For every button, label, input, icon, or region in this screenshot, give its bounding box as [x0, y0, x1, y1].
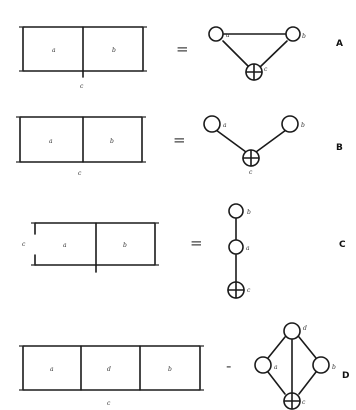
row-c-node-label-c: c [247, 287, 251, 294]
row-b-root-cross [242, 149, 260, 167]
row-d-relation-sign: - [226, 357, 231, 375]
row-d-node-a [254, 356, 272, 374]
row-b-cell-label-1: a [49, 138, 53, 145]
row-b-label: B [336, 143, 343, 153]
row-b-node-label-c: c [249, 169, 253, 176]
row-b: a b c = a b c B [16, 115, 343, 177]
row-a-bottom-label: c [80, 83, 84, 90]
row-b-bottom-label: c [78, 170, 82, 177]
row-d-label: D [342, 371, 349, 381]
row-d-rectangle [19, 345, 204, 391]
row-b-cell-label-2: b [110, 138, 114, 145]
row-a-node-label-a: a [226, 32, 230, 39]
row-d-node-label-a: a [274, 364, 278, 371]
row-c-graph [227, 203, 245, 299]
row-d-cell-label-3: b [168, 366, 172, 373]
row-c-cell-label-2: b [123, 242, 127, 249]
row-a-node-b [285, 26, 301, 42]
row-d-node-b [312, 356, 330, 374]
row-a-root-cross [245, 63, 263, 81]
row-c-root-cross [227, 281, 245, 299]
row-c-label: C [339, 240, 346, 250]
row-b-node-b [281, 115, 299, 133]
row-a-node-a [208, 26, 224, 42]
row-b-node-label-b: b [301, 122, 305, 129]
row-b-node-a [203, 115, 221, 133]
row-a-equals-sign: = [176, 40, 189, 58]
row-d-node-label-c: c [302, 399, 306, 406]
row-d-root-cross [283, 392, 301, 410]
row-c-equals-sign: = [190, 234, 203, 252]
row-c-side-label: c [22, 241, 26, 248]
row-d-node-label-b: b [332, 364, 336, 371]
row-c-node-b [228, 203, 244, 219]
row-d: a d b c - d a b c D [19, 322, 349, 410]
row-b-equals-sign: = [173, 131, 186, 149]
row-d-cell-label-1: a [50, 366, 54, 373]
row-d-graph [254, 322, 330, 410]
row-b-node-label-a: a [223, 122, 227, 129]
row-d-cell-label-2: d [107, 366, 111, 373]
row-b-rectangle [16, 116, 146, 163]
row-b-graph [203, 115, 299, 167]
row-a-cell-label-2: b [112, 47, 116, 54]
row-a: a b c = a b c A [19, 26, 343, 90]
row-d-bottom-label: c [107, 400, 111, 407]
row-a-rectangle [19, 26, 147, 78]
row-d-node-label-d: d [303, 325, 307, 332]
row-a-node-label-c: c [264, 66, 268, 73]
row-c-cell-label-1: a [63, 242, 67, 249]
row-c-node-label-a: a [246, 245, 250, 252]
row-a-graph [208, 26, 301, 81]
row-a-label: A [336, 39, 343, 49]
row-a-node-label-b: b [302, 33, 306, 40]
row-c-node-label-b: b [247, 209, 251, 216]
row-c-node-a [228, 239, 244, 255]
row-d-node-d [283, 322, 301, 340]
row-c-rectangle [31, 222, 159, 273]
row-a-cell-label-1: a [52, 47, 56, 54]
row-c: c a b = b a c C [22, 203, 346, 299]
